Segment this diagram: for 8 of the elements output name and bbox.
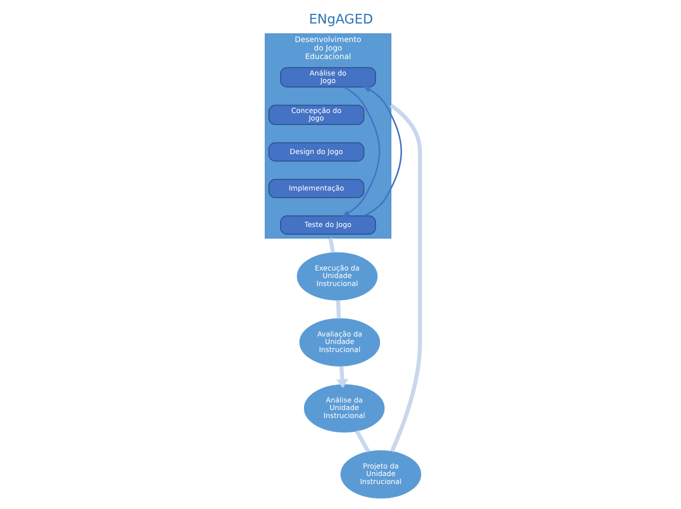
arrow <box>340 86 380 218</box>
arrow <box>362 86 402 217</box>
connector <box>328 238 334 253</box>
connector <box>389 104 422 452</box>
diagram-title: ENgAGED <box>308 12 373 28</box>
arrow <box>336 366 348 388</box>
connector <box>336 300 340 318</box>
connector <box>354 430 370 453</box>
